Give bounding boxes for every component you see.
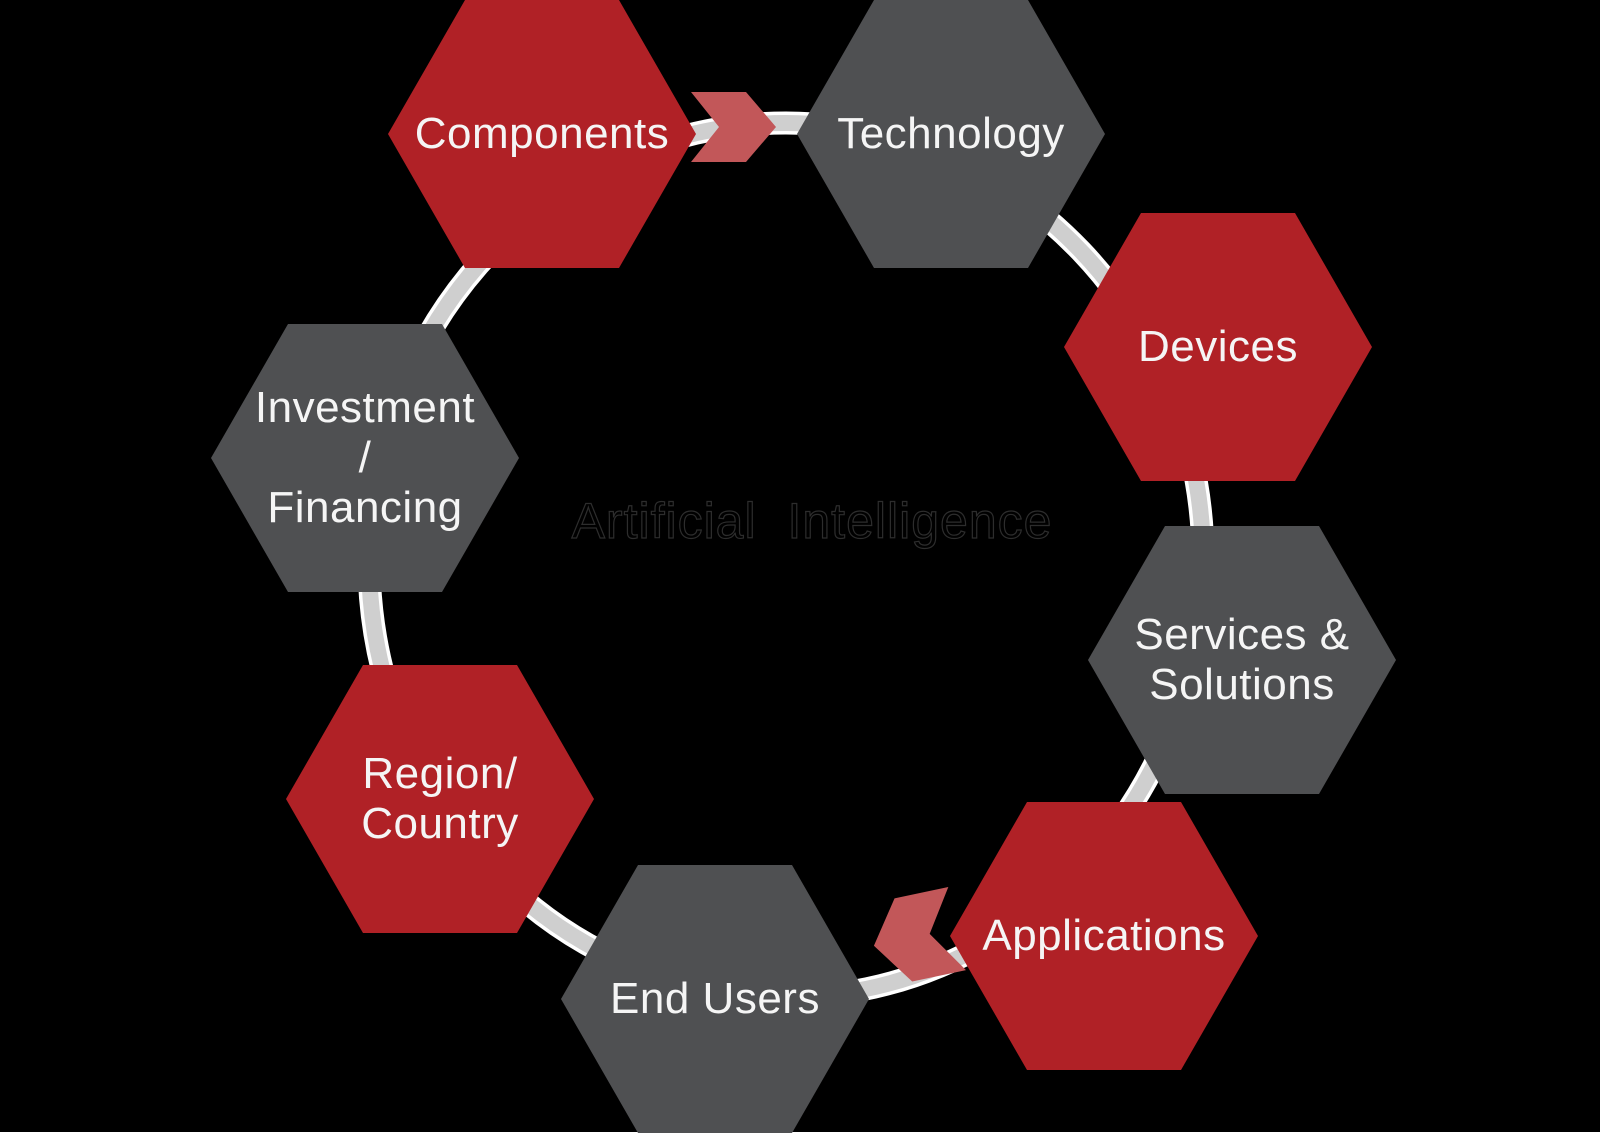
hexagon-investment-financing: Investment / Financing — [211, 324, 519, 592]
hexagon-applications-label: Applications — [982, 910, 1226, 960]
hexagon-services-solutions: Services & Solutions — [1088, 526, 1396, 794]
hexagon-investment-financing-label: Investment / Financing — [254, 382, 476, 533]
chevron-right-icon — [691, 92, 776, 162]
hexagon-components-label: Components — [414, 108, 670, 158]
hexagon-technology-label: Technology — [837, 108, 1065, 158]
hexagon-devices: Devices — [1064, 213, 1372, 481]
hexagon-region-country-label: Region/ Country — [361, 748, 519, 848]
hexagon-end-users-label: End Users — [610, 973, 820, 1023]
center-title: Artificial Intelligence — [571, 492, 1053, 549]
hexagon-services-solutions-label: Services & Solutions — [1134, 609, 1350, 709]
chevron-left-icon — [873, 886, 967, 982]
hexagon-devices-label: Devices — [1138, 321, 1298, 371]
